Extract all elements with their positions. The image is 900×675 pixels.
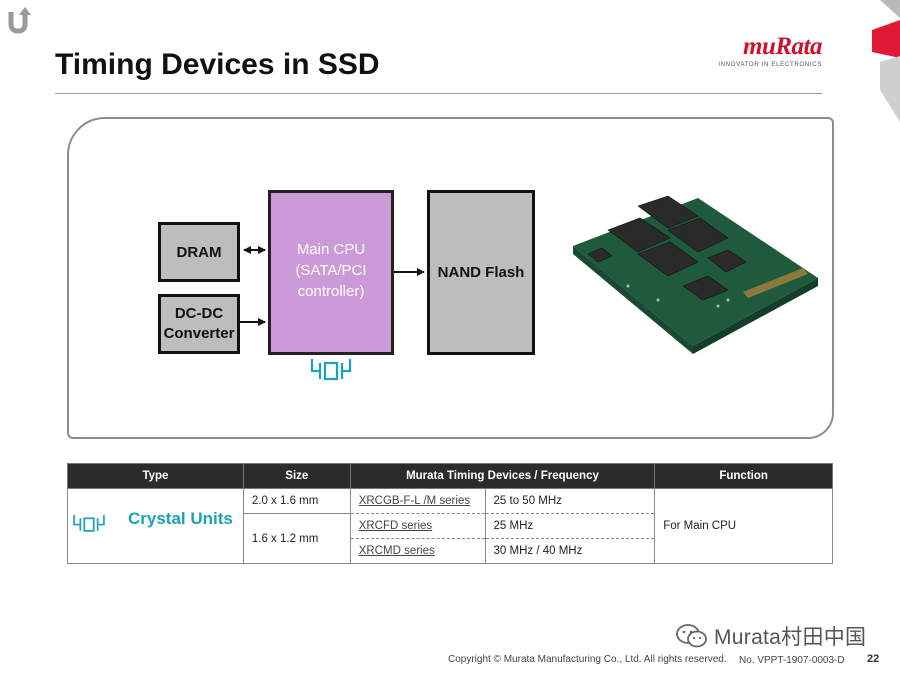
series-cell: XRCFD series <box>349 513 486 539</box>
table-row: XRCMD series 30 MHz / 40 MHz <box>68 538 833 564</box>
cpu-label-line3: controller) <box>297 283 365 300</box>
series-link[interactable]: XRCMD series <box>358 545 435 557</box>
dcdc-label-line1: DC-DC <box>174 305 224 322</box>
frequency-cell: 30 MHz / 40 MHz <box>484 538 656 564</box>
dcdc-label-line2: Converter <box>163 325 235 342</box>
cpu-label-line2: (SATA/PCI <box>295 262 367 279</box>
page-title: Timing Devices in SSD <box>55 48 380 81</box>
series-link[interactable]: XRCGB-F-L /M series <box>358 495 471 507</box>
size-cell: 2.0 x 1.6 mm <box>242 488 351 514</box>
frequency-cell: 25 to 50 MHz <box>484 488 656 514</box>
header-function: Function <box>654 463 833 489</box>
watermark-text: Murata村田中国 <box>714 626 867 649</box>
copyright-text: Copyright © Murata Manufacturing Co., Lt… <box>448 654 727 665</box>
page-number: 22 <box>867 653 880 665</box>
main-cpu-block: Main CPU (SATA/PCI controller) <box>268 190 394 355</box>
nand-flash-block: NAND Flash <box>427 190 535 355</box>
table-header-row: Type Size Murata Timing Devices / Freque… <box>67 463 833 489</box>
header-size: Size <box>242 463 351 489</box>
timing-devices-table: Type Size Murata Timing Devices / Freque… <box>67 463 833 564</box>
series-cell: XRCMD series <box>349 538 486 564</box>
document-number: No. VPPT-1907-0003-D <box>739 655 845 666</box>
series-cell: XRCGB-F-L /M series <box>349 488 486 514</box>
size-cell: 1.6 x 1.2 mm <box>242 513 351 564</box>
edge-decoration <box>872 0 900 122</box>
watermark: Murata村田中国 <box>676 621 866 651</box>
cpu-label-line1: Main CPU <box>296 241 366 258</box>
header-type: Type <box>67 463 244 489</box>
frequency-cell: 25 MHz <box>484 513 656 539</box>
corner-arrow-icon <box>8 7 31 34</box>
type-label: Crystal Units <box>128 509 233 528</box>
dcdc-converter-block: DC-DC Converter <box>158 294 240 354</box>
dram-block: DRAM <box>158 222 240 282</box>
function-cell: For Main CPU <box>654 488 833 564</box>
murata-logo: muRata INNOVATOR IN ELECTRONICS <box>712 34 822 68</box>
crystal-unit-icon <box>310 359 352 381</box>
wechat-icon <box>676 624 707 648</box>
table-row: Crystal Units 2.0 x 1.6 mm XRCGB-F-L /M … <box>67 488 833 564</box>
logo-wordmark: muRata <box>743 33 822 60</box>
header-devices-frequency: Murata Timing Devices / Frequency <box>349 463 656 489</box>
type-cell: Crystal Units <box>67 488 244 564</box>
series-link[interactable]: XRCFD series <box>358 520 433 532</box>
title-divider <box>55 93 822 94</box>
logo-tagline: INNOVATOR IN ELECTRONICS <box>718 61 822 68</box>
ssd-board-image <box>573 196 818 354</box>
crystal-unit-icon <box>73 515 105 532</box>
